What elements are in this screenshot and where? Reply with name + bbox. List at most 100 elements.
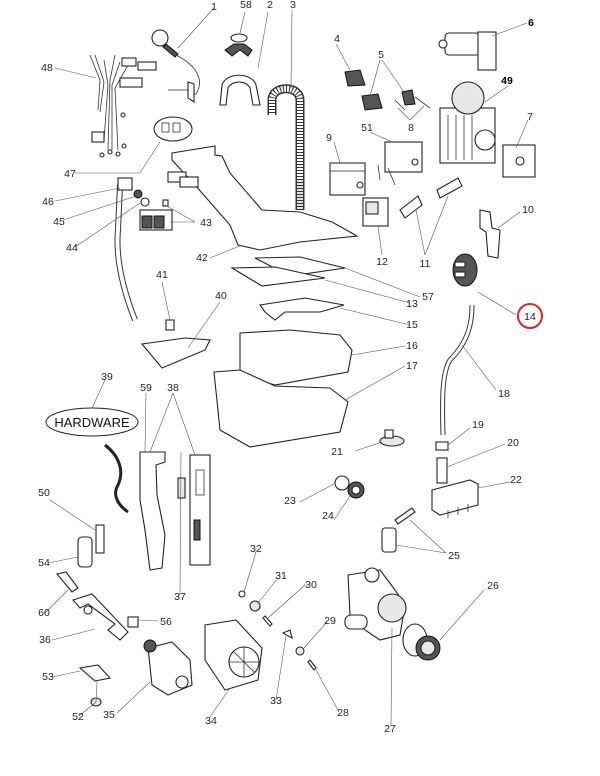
callout-40[interactable]: 40 — [215, 290, 227, 302]
callout-14[interactable]: 14 — [524, 311, 536, 323]
part-34-motor[interactable] — [204, 619, 263, 691]
callout-54[interactable]: 54 — [38, 557, 50, 569]
part-38-control-board[interactable] — [189, 454, 211, 566]
callout-1[interactable]: 1 — [211, 1, 217, 13]
callout-50[interactable]: 50 — [38, 487, 50, 499]
part-6-capacitor[interactable] — [438, 31, 497, 71]
part-54-capacitor[interactable] — [77, 536, 93, 568]
part-16-dispenser-drawer[interactable] — [239, 329, 353, 386]
part-29-nut[interactable] — [295, 646, 305, 656]
part-8-terminal[interactable] — [394, 96, 431, 111]
part-11-lamp[interactable] — [399, 177, 463, 219]
part-2-hose-bracket[interactable] — [219, 74, 261, 106]
callout-13[interactable]: 13 — [406, 298, 418, 310]
part-27-drain-pump[interactable] — [344, 567, 407, 641]
callout-47[interactable]: 47 — [64, 168, 76, 180]
callout-53[interactable]: 53 — [42, 671, 54, 683]
callout-48[interactable]: 48 — [41, 62, 53, 74]
callout-3[interactable]: 3 — [290, 0, 296, 11]
part-4-connector[interactable] — [344, 69, 366, 87]
callout-59[interactable]: 59 — [140, 382, 152, 394]
callout-4[interactable]: 4 — [334, 33, 340, 45]
part-43-valve[interactable] — [139, 199, 173, 231]
callout-31[interactable]: 31 — [275, 570, 287, 582]
part-20-air-trap[interactable] — [436, 457, 448, 484]
callout-52[interactable]: 52 — [72, 711, 84, 723]
part-56-grommet[interactable] — [127, 616, 139, 628]
part-26-filter[interactable] — [402, 623, 441, 661]
callout-26[interactable]: 26 — [487, 580, 499, 592]
callout-16[interactable]: 16 — [406, 340, 418, 352]
callout-43[interactable]: 43 — [200, 217, 212, 229]
callout-19[interactable]: 19 — [472, 419, 484, 431]
part-44-washer[interactable] — [140, 197, 150, 207]
callout-56[interactable]: 56 — [160, 616, 172, 628]
callout-60[interactable]: 60 — [38, 607, 50, 619]
callout-6[interactable]: 6 — [528, 17, 534, 29]
part-23-button[interactable] — [334, 475, 350, 491]
callout-29[interactable]: 29 — [324, 615, 336, 627]
callout-7[interactable]: 7 — [527, 111, 533, 123]
callout-10[interactable]: 10 — [522, 204, 534, 216]
part-22-door-lock[interactable] — [431, 479, 479, 518]
part-42-top-panel[interactable] — [167, 145, 359, 251]
callout-49[interactable]: 49 — [501, 75, 513, 87]
part-40-tray[interactable] — [140, 337, 211, 369]
part-21-sensor[interactable] — [379, 429, 405, 447]
part-5-connector[interactable] — [361, 89, 416, 111]
part-51-switch[interactable] — [377, 141, 423, 186]
part-33-clip[interactable] — [281, 629, 293, 640]
part-45-nut[interactable] — [133, 189, 143, 199]
part-60-fitting[interactable] — [55, 571, 79, 593]
hardware-bubble[interactable]: HARDWARE — [45, 407, 139, 437]
callout-28[interactable]: 28 — [337, 707, 349, 719]
callout-25[interactable]: 25 — [448, 550, 460, 562]
part-32-screw[interactable] — [238, 590, 246, 598]
part-13-plate[interactable] — [230, 266, 326, 287]
part-30-bolt[interactable] — [262, 615, 273, 627]
callout-12[interactable]: 12 — [376, 256, 388, 268]
callout-30[interactable]: 30 — [305, 579, 317, 591]
callout-34[interactable]: 34 — [205, 715, 217, 727]
part-19-ring[interactable] — [435, 441, 449, 451]
callout-38[interactable]: 38 — [167, 382, 179, 394]
callout-2[interactable]: 2 — [267, 0, 273, 11]
part-39-ribbon-cable[interactable] — [104, 443, 129, 514]
part-35-pump[interactable] — [143, 639, 193, 696]
callout-33[interactable]: 33 — [270, 695, 282, 707]
part-37-chip[interactable] — [177, 477, 186, 499]
callout-51[interactable]: 51 — [361, 122, 373, 134]
callout-45[interactable]: 45 — [53, 216, 65, 228]
part-50-clip[interactable] — [95, 524, 105, 554]
part-25-pin[interactable] — [394, 507, 416, 525]
callout-23[interactable]: 23 — [284, 495, 296, 507]
part-9-switch[interactable] — [329, 162, 366, 196]
part-17-drawer-housing[interactable] — [213, 369, 349, 448]
callout-21[interactable]: 21 — [331, 446, 343, 458]
callout-22[interactable]: 22 — [510, 474, 522, 486]
callout-8[interactable]: 8 — [408, 122, 414, 134]
part-12-board[interactable] — [362, 197, 389, 227]
part-47-oval-seal[interactable] — [153, 116, 193, 142]
part-31-nut[interactable] — [249, 600, 261, 612]
callout-39[interactable]: 39 — [101, 371, 113, 383]
callout-32[interactable]: 32 — [250, 543, 262, 555]
part-53-bracket[interactable] — [78, 664, 112, 682]
callout-58[interactable]: 58 — [240, 0, 252, 11]
callout-35[interactable]: 35 — [103, 709, 115, 721]
part-59-bracket[interactable] — [139, 451, 166, 571]
part-14-pressure-switch[interactable] — [452, 253, 478, 287]
part-10-bracket[interactable] — [479, 209, 501, 259]
callout-42[interactable]: 42 — [196, 252, 208, 264]
callout-5[interactable]: 5 — [378, 49, 384, 61]
part-15-insert[interactable] — [259, 297, 345, 321]
callout-41[interactable]: 41 — [156, 269, 168, 281]
part-58-y-connector[interactable] — [224, 33, 253, 57]
callout-15[interactable]: 15 — [406, 319, 418, 331]
part-48-wiring-harness[interactable] — [89, 54, 157, 158]
callout-17[interactable]: 17 — [406, 360, 418, 372]
part-7-module[interactable] — [502, 144, 536, 178]
part-49-timer[interactable] — [439, 81, 496, 164]
part-46-hose-bracket[interactable] — [114, 177, 138, 322]
callout-20[interactable]: 20 — [507, 437, 519, 449]
